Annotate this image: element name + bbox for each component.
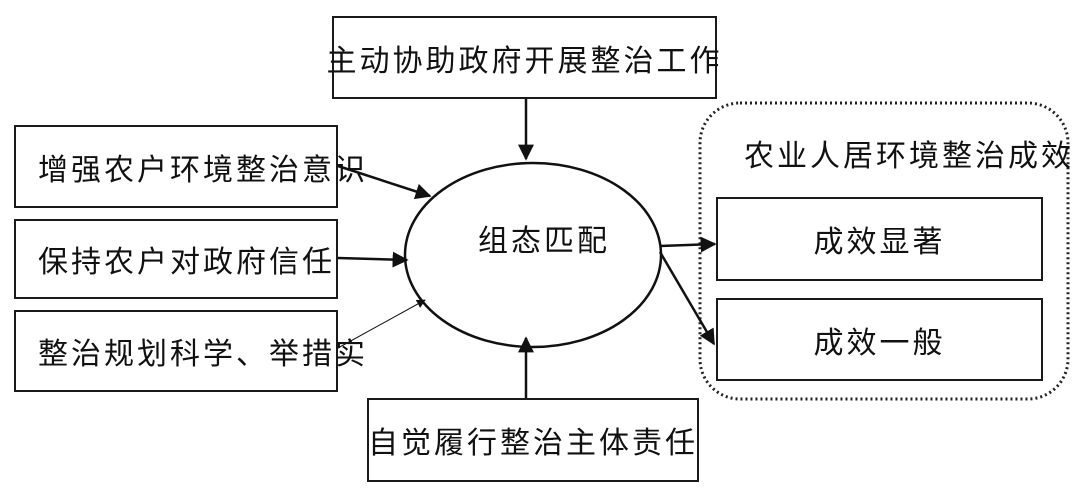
outcome-box-1: 成效显著 <box>716 197 1043 281</box>
outcome-label-2: 成效一般 <box>813 325 946 361</box>
left-factor-label-2: 保持农户对政府信任 <box>38 245 335 280</box>
bottom-factor-box: 自觉履行整治主体责任 <box>367 398 699 482</box>
top-factor-box: 主动协助政府开展整治工作 <box>327 16 720 99</box>
left-factor-box-3: 整治规划科学、举措实 <box>14 310 365 392</box>
arrow-left1-to-center <box>337 164 432 200</box>
outcome-group-title: 农业人居环境整治成效 <box>744 139 1074 174</box>
arrow-center-to-outcome1 <box>659 236 717 253</box>
arrow-left2-to-center <box>337 251 409 268</box>
arrow-center-to-outcome2 <box>658 251 716 346</box>
bottom-factor-label: 自觉履行整治主体责任 <box>368 426 698 461</box>
left-factor-label-1: 增强农户环境整治意识 <box>38 152 368 188</box>
outcome-box-2: 成效一般 <box>716 298 1043 381</box>
center-node-label: 组态匹配 <box>478 224 610 259</box>
left-factor-box-1: 增强农户环境整治意识 <box>14 125 365 208</box>
outcome-label-1: 成效显著 <box>813 225 946 260</box>
top-factor-label: 主动协助政府开展整治工作 <box>326 43 723 79</box>
arrow-left3-to-center <box>337 299 426 349</box>
left-factor-label-3: 整治规划科学、举措实 <box>38 337 368 372</box>
left-factor-box-2: 保持农户对政府信任 <box>14 219 338 299</box>
